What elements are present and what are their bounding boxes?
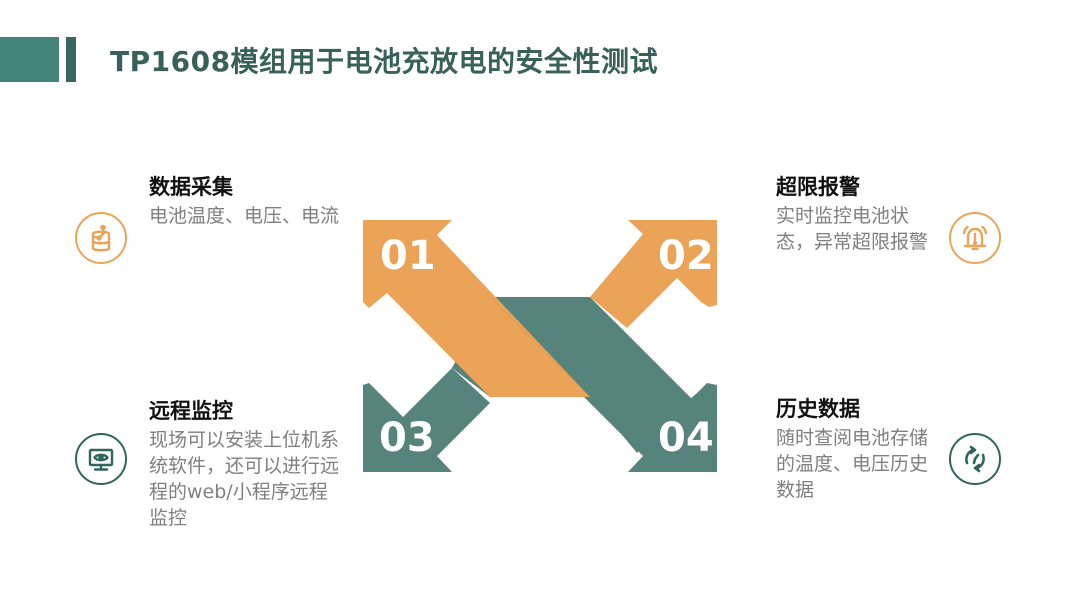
arrow-02	[590, 220, 717, 328]
alarm-bell-icon	[949, 212, 1001, 264]
item-title: 历史数据	[776, 397, 860, 421]
item-history-data: 历史数据 随时查阅电池存储的温度、电压历史数据	[776, 395, 936, 503]
crossing-arrows-diagram: 01 02 03 04	[355, 210, 725, 480]
step-number-02: 02	[658, 233, 714, 279]
history-clock-icon	[949, 433, 1001, 485]
item-title: 超限报警	[776, 175, 860, 199]
item-data-collection: 数据采集 电池温度、电压、电流	[149, 173, 339, 229]
item-description: 实时监控电池状态，异常超限报警	[776, 205, 929, 253]
item-description: 电池温度、电压、电流	[149, 205, 340, 227]
header-accent-bar	[66, 37, 76, 82]
database-chart-icon	[75, 212, 127, 264]
arrow-03	[363, 368, 490, 472]
step-number-04: 04	[658, 415, 714, 461]
step-number-03: 03	[379, 415, 435, 461]
monitor-eye-icon	[75, 433, 127, 485]
item-title: 数据采集	[149, 175, 233, 199]
item-title: 远程监控	[149, 399, 233, 423]
item-remote-monitoring: 远程监控 现场可以安装上位机系统软件，还可以进行远程的web/小程序远程监控	[149, 397, 339, 531]
header-accent-block	[0, 37, 59, 82]
item-over-limit-alarm: 超限报警 实时监控电池状态，异常超限报警	[776, 173, 936, 255]
step-number-01: 01	[380, 233, 436, 279]
item-description: 随时查阅电池存储的温度、电压历史数据	[776, 427, 929, 501]
page-title: TP1608模组用于电池充放电的安全性测试	[110, 45, 659, 78]
orange-band	[363, 220, 590, 397]
item-description: 现场可以安装上位机系统软件，还可以进行远程的web/小程序远程监控	[149, 429, 340, 529]
